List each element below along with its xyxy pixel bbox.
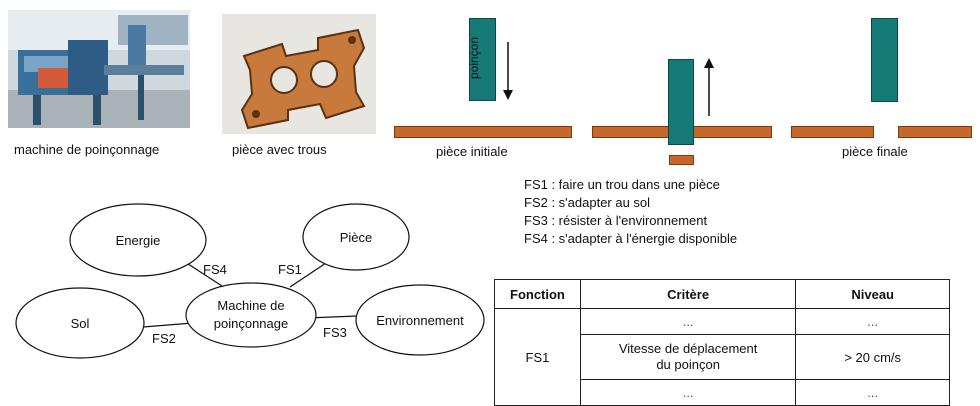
function-fs2: FS2 : s'adapter au sol xyxy=(524,195,651,210)
node-center-label-1: Machine de xyxy=(217,298,284,313)
table-row: FS1 ... ... xyxy=(494,308,950,406)
cell-function: FS1 xyxy=(494,308,581,406)
interaction-diagram: Energie Pièce Sol Environnement Machine … xyxy=(15,203,485,359)
cell-niveau: > 20 cm/s xyxy=(795,334,950,380)
node-piece xyxy=(302,203,410,271)
cell-critere: Vitesse de déplacement du poinçon xyxy=(579,334,797,380)
machine-caption: machine de poinçonnage xyxy=(14,142,160,157)
up-arrow xyxy=(704,58,714,116)
piece-final-right xyxy=(898,126,972,138)
punched-slug xyxy=(669,155,694,165)
machine-photo xyxy=(8,10,190,128)
node-sol-label: Sol xyxy=(71,316,90,331)
piece-final-left xyxy=(791,126,874,138)
table-row: ... ... xyxy=(495,379,950,406)
piece-punched-right xyxy=(693,126,772,138)
piece-photo xyxy=(222,14,376,134)
node-energie-label: Energie xyxy=(116,233,161,248)
node-sol xyxy=(15,287,145,359)
functions-list: FS1 : faire un trou dans une pièce FS2 :… xyxy=(524,176,737,248)
criteria-table: Fonction Critère Niveau FS1 ... ... Vite… xyxy=(494,279,950,406)
cell-critere: ... xyxy=(579,308,797,335)
function-fs1: FS1 : faire un trou dans une pièce xyxy=(524,177,720,192)
header-fonction: Fonction xyxy=(494,279,581,309)
node-energie xyxy=(69,203,207,277)
header-niveau: Niveau xyxy=(795,279,950,309)
node-center xyxy=(185,282,317,348)
node-environnement-label: Environnement xyxy=(376,313,464,328)
function-fs4: FS4 : s'adapter à l'énergie disponible xyxy=(524,231,738,246)
link-fs2 xyxy=(142,322,194,328)
punch-final xyxy=(871,18,898,102)
cell-niveau: ... xyxy=(795,379,950,406)
link-fs3-label: FS3 xyxy=(323,325,347,340)
piece-punched-left xyxy=(592,126,670,138)
piece-caption: pièce avec trous xyxy=(232,142,327,157)
function-fs3: FS3 : résister à l'environnement xyxy=(524,213,708,228)
link-fs4-label: FS4 xyxy=(203,262,227,277)
punch-through xyxy=(668,59,694,145)
node-piece-label: Pièce xyxy=(340,230,373,245)
link-fs1-label: FS1 xyxy=(278,262,302,277)
final-caption: pièce finale xyxy=(842,144,908,159)
down-arrow xyxy=(503,42,513,100)
critere-line-2: du poinçon xyxy=(656,357,720,372)
link-fs2-label: FS2 xyxy=(152,331,176,346)
critere-line-1: Vitesse de déplacement xyxy=(618,341,758,356)
punch-label: poinçon xyxy=(467,36,481,80)
cell-critere: ... xyxy=(579,379,797,406)
punch-initial xyxy=(469,18,496,101)
node-environnement xyxy=(355,284,485,356)
cell-niveau: ... xyxy=(795,308,950,335)
node-center-label-2: poinçonnage xyxy=(214,316,288,331)
initial-caption: pièce initiale xyxy=(436,144,508,159)
link-fs1 xyxy=(289,262,327,288)
piece-initial-bar xyxy=(394,126,572,138)
header-critere: Critère xyxy=(579,279,797,309)
